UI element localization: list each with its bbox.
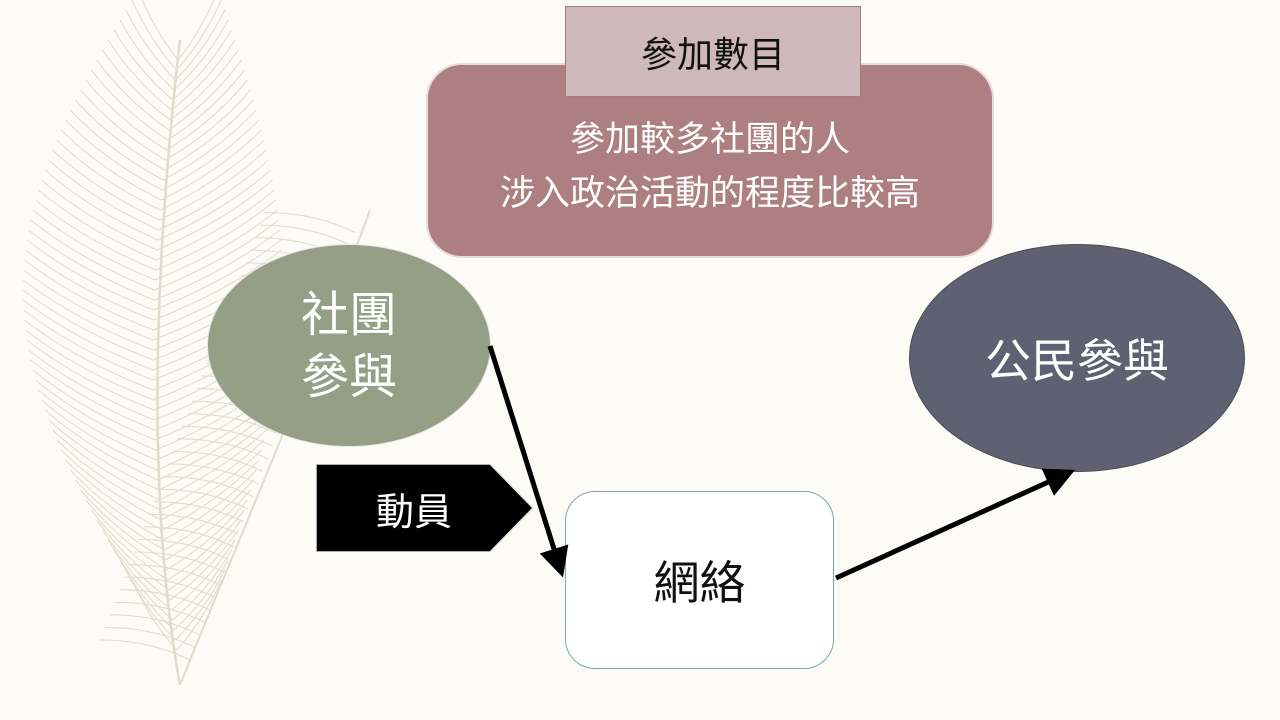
arrow-network-to-civic [834, 468, 1076, 581]
association-participation-ellipse: 社團 參與 [207, 244, 491, 447]
mobilization-arrow-shape [316, 464, 534, 552]
association-line-1: 社團 [300, 286, 397, 343]
count-label: 參加數目 [565, 6, 861, 97]
arrow-association-to-network [487, 345, 569, 578]
association-line-2: 參與 [300, 348, 397, 405]
summary-line-2: 涉入政治活動的程度比較高 [499, 173, 920, 214]
network-box: 網絡 [565, 491, 834, 669]
summary-line-1: 參加較多社團的人 [569, 119, 850, 160]
civic-participation-ellipse: 公民參與 [909, 244, 1245, 472]
mobilization-label: 動員 [375, 489, 452, 534]
